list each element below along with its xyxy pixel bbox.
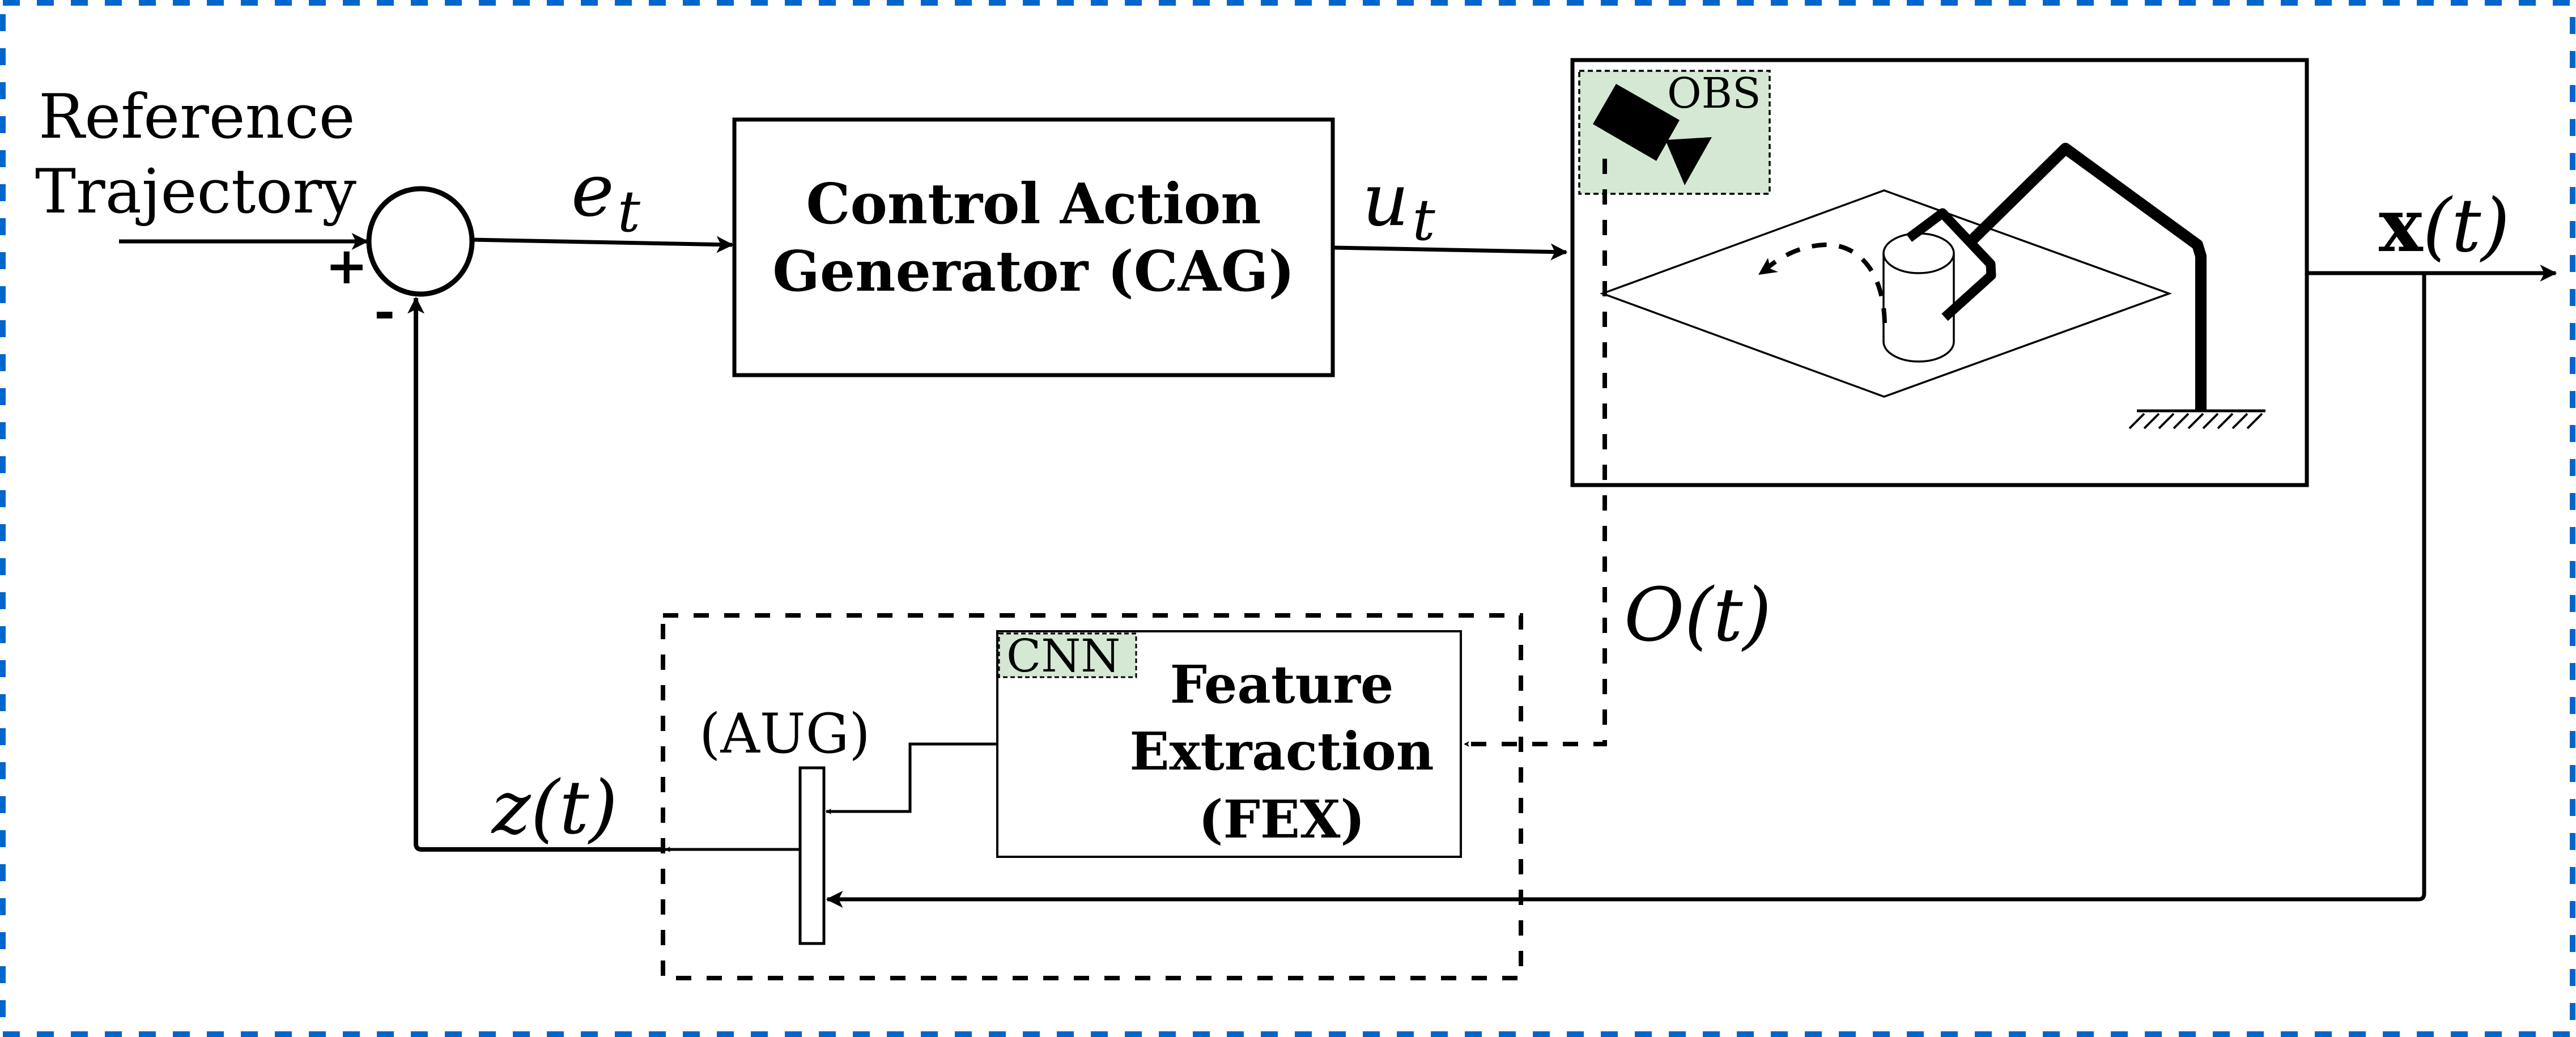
error-signal-arrow — [472, 236, 734, 253]
rotation-arrow-icon — [1758, 242, 1887, 324]
cag-label-line1: Control Action — [806, 172, 1261, 237]
fex-to-aug-arrow — [826, 742, 997, 814]
fex-label-line2: Extraction — [1129, 721, 1434, 782]
state-feedback-path — [826, 273, 2426, 908]
cag-block — [732, 117, 1335, 377]
reference-trajectory-label-line2: Trajectory — [35, 156, 356, 227]
cylinder-object-icon — [1882, 232, 1955, 363]
fex-label-line1: Feature — [1170, 654, 1394, 715]
ground-icon — [2128, 409, 2265, 430]
aug-label: (AUG) — [699, 702, 870, 766]
summing-junction — [366, 186, 475, 297]
fex-label-line3: (FEX) — [1198, 789, 1365, 850]
cnn-tag: CNN — [1006, 630, 1120, 682]
control-signal-arrow — [1333, 243, 1568, 261]
reference-trajectory-label-line1: Reference — [39, 82, 355, 152]
aug-bar — [798, 766, 826, 945]
augmented-signal-label: z(t) — [491, 764, 618, 851]
robot-arm-icon — [1906, 143, 2207, 411]
control-signal-label: ut — [1362, 158, 1435, 253]
observation-path — [1464, 159, 1607, 747]
cnn-tag-box — [998, 632, 1137, 678]
camera-icon — [1593, 84, 1712, 185]
state-signal-label: x(t) — [2379, 182, 2510, 269]
aug-container — [661, 613, 1523, 980]
plant-block: OBS — [1570, 58, 2309, 487]
plus-sign: + — [325, 236, 368, 296]
cag-label-line2: Generator (CAG) — [772, 239, 1295, 304]
observer-tag: OBS — [1667, 69, 1761, 118]
augmented-feedback-path — [407, 296, 664, 852]
observation-signal-label: O(t) — [1624, 572, 1771, 658]
minus-sign: - — [374, 281, 395, 341]
error-signal-label: et — [571, 148, 641, 245]
